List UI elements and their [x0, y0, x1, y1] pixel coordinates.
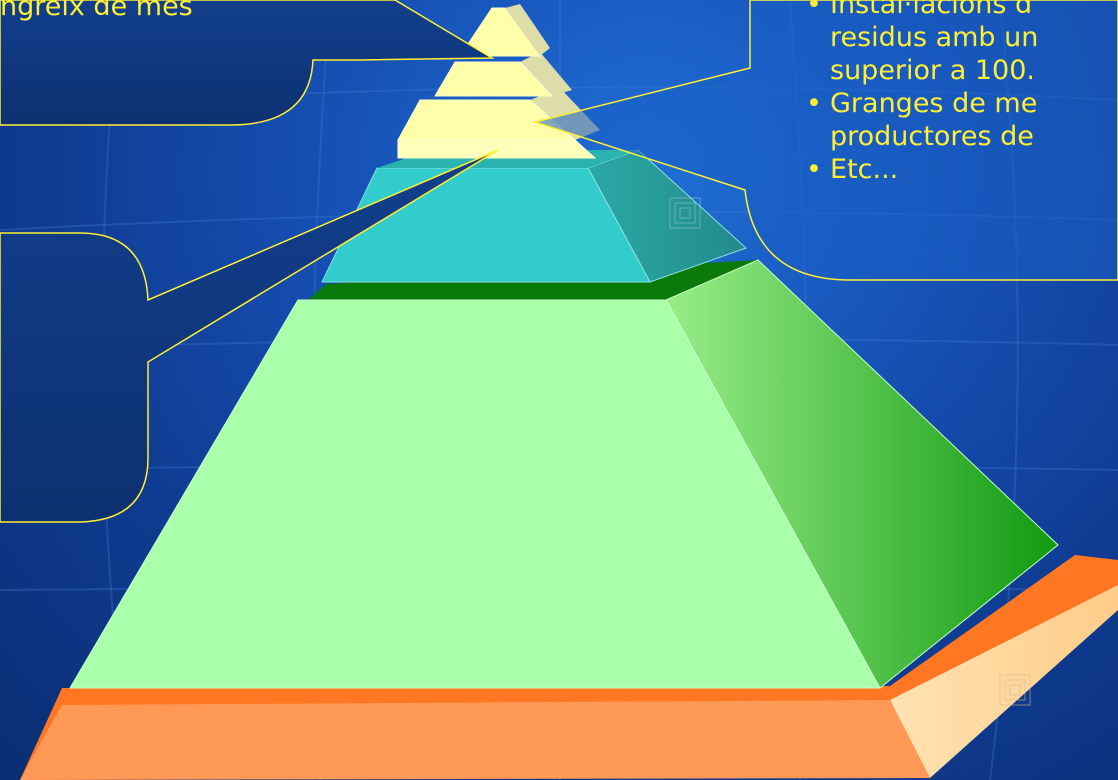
base-slab-front: [20, 700, 930, 780]
top-tier-3-lower: [398, 140, 595, 158]
right-callout-line: •Etc...: [806, 153, 1038, 186]
right-callout-line: residus amb un: [806, 21, 1038, 54]
right-callout-line: •Instal·lacions d: [806, 0, 1038, 21]
bullet-icon: •: [806, 153, 822, 186]
bullet-icon: •: [806, 0, 822, 21]
right-callout-line: productores de: [806, 120, 1038, 153]
right-callout-line: superior a 100.: [806, 54, 1038, 87]
right-callout-list: •Instal·lacions d residus amb un superio…: [806, 0, 1038, 186]
right-callout-line: •Granges de me: [806, 87, 1038, 120]
left-callout-text: ngreix de més: [0, 0, 193, 23]
bullet-icon: •: [806, 87, 822, 120]
